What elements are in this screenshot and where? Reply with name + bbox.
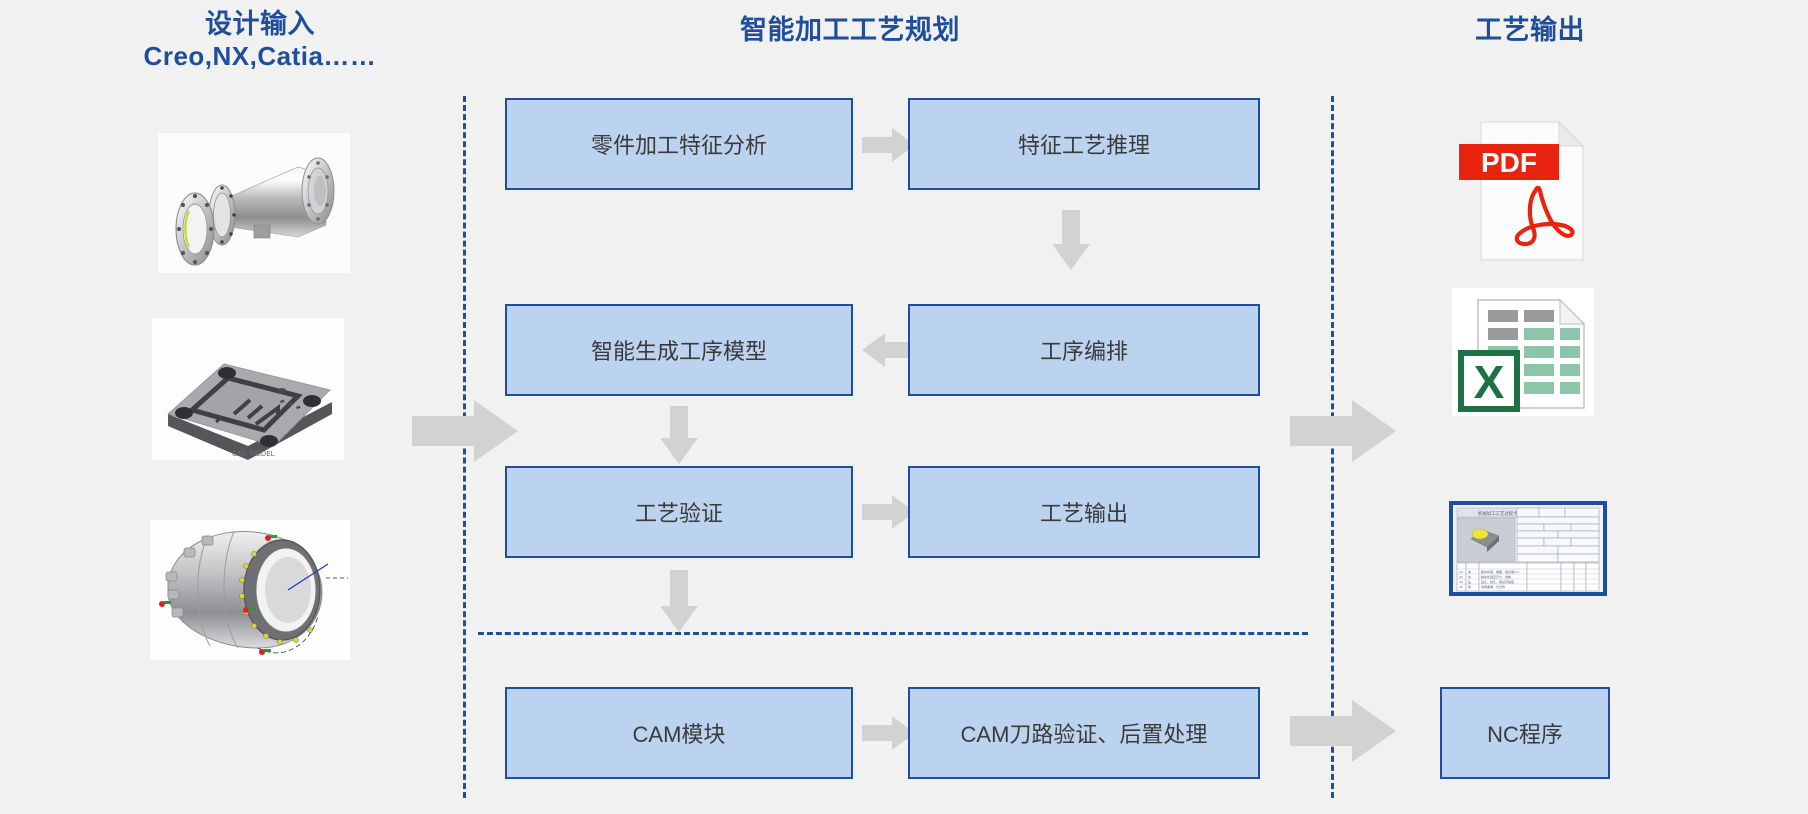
arrow-analysis-to-reasoning <box>862 128 915 162</box>
divider-left-dashed <box>463 96 466 798</box>
output-icon-pdf[interactable]: PDF <box>1441 120 1607 262</box>
cad-thumbnail-casing-ring[interactable] <box>150 520 350 660</box>
cad-casing-ring-icon <box>150 520 350 660</box>
svg-text:车: 车 <box>1468 574 1471 579</box>
svg-text:钻: 钻 <box>1468 579 1471 584</box>
arrow-right-icon <box>862 128 915 162</box>
process-box-cam-module[interactable]: CAM模块 <box>505 687 853 779</box>
svg-text:CAD MODEL: CAD MODEL <box>232 450 275 458</box>
svg-text:铣: 铣 <box>1468 584 1471 589</box>
arrow-planning-to-output <box>1290 400 1396 462</box>
process-box-feature-analysis[interactable]: 零件加工特征分析 <box>505 98 853 190</box>
svg-text:精车外圆至尺寸，倒角: 精车外圆至尺寸，倒角 <box>1481 574 1511 579</box>
arrow-down-icon <box>660 570 698 632</box>
output-icon-process-sheet[interactable]: 机械加工工艺过程卡片 <box>1449 501 1607 596</box>
process-box-process-output[interactable]: 工艺输出 <box>908 466 1260 558</box>
divider-right-dashed <box>1331 96 1334 798</box>
section-title-design-input: 设计输入 Creo,NX,Catia…… <box>80 8 440 73</box>
process-box-process-validation[interactable]: 工艺验证 <box>505 466 853 558</box>
svg-text:铣端面槽，去毛刺: 铣端面槽，去毛刺 <box>1481 584 1505 589</box>
svg-text:钻孔、铰孔，保证同轴度: 钻孔、铰孔，保证同轴度 <box>1481 579 1514 584</box>
arrow-validation-to-output <box>862 495 915 529</box>
excel-icon: X <box>1452 288 1594 416</box>
svg-text:车: 车 <box>1468 569 1471 574</box>
svg-text:20: 20 <box>1459 575 1463 579</box>
process-box-generate-op-model[interactable]: 智能生成工序模型 <box>505 304 853 396</box>
arrow-left-icon <box>862 333 915 367</box>
pdf-icon: PDF <box>1459 120 1585 261</box>
design-input-title-line2: Creo,NX,Catia…… <box>143 40 377 71</box>
svg-text:机械加工工艺过程卡片: 机械加工工艺过程卡片 <box>1478 510 1522 517</box>
section-title-process-output: 工艺输出 <box>1475 15 1585 45</box>
excel-label: X <box>1474 356 1505 408</box>
pdf-label: PDF <box>1481 147 1537 178</box>
arrow-down-icon <box>1052 210 1090 270</box>
process-box-feature-reasoning[interactable]: 特征工艺推理 <box>908 98 1260 190</box>
section-title-process-planning: 智能加工工艺规划 <box>740 15 960 45</box>
process-sheet-icon: 机械加工工艺过程卡片 <box>1453 505 1603 592</box>
arrow-right-icon <box>1290 400 1396 462</box>
svg-text:40: 40 <box>1459 585 1463 589</box>
arrow-cam-to-toolpath <box>862 716 915 750</box>
arrow-sequence-to-model <box>862 333 915 367</box>
cad-thumbnail-shaft-housing[interactable] <box>158 133 350 273</box>
output-icon-excel[interactable]: X <box>1452 288 1594 416</box>
arrow-right-icon <box>862 716 915 750</box>
svg-text:粗车外圆、端面，留余量0.5: 粗车外圆、端面，留余量0.5 <box>1481 569 1519 574</box>
cad-mold-plate-icon: CAD MODEL <box>152 318 344 460</box>
cad-shaft-housing-icon <box>158 133 350 273</box>
arrow-right-icon <box>412 400 518 462</box>
cad-thumbnail-mold-plate[interactable]: CAD MODEL <box>152 318 344 460</box>
arrow-right-icon <box>862 495 915 529</box>
process-box-nc-program[interactable]: NC程序 <box>1440 687 1610 779</box>
arrow-input-to-planning <box>412 400 518 462</box>
divider-horizontal-dashed <box>478 632 1308 635</box>
arrow-toolpath-to-nc <box>1290 700 1396 762</box>
arrow-reasoning-to-sequence <box>1052 210 1090 270</box>
arrow-model-to-validation <box>660 406 698 464</box>
process-box-operation-sequence[interactable]: 工序编排 <box>908 304 1260 396</box>
design-input-title-line1: 设计输入 <box>205 9 315 39</box>
arrow-validation-to-cam <box>660 570 698 632</box>
process-box-cam-toolpath[interactable]: CAM刀路验证、后置处理 <box>908 687 1260 779</box>
arrow-right-icon <box>1290 700 1396 762</box>
svg-text:30: 30 <box>1459 580 1463 584</box>
arrow-down-icon <box>660 406 698 464</box>
svg-text:10: 10 <box>1459 570 1463 574</box>
